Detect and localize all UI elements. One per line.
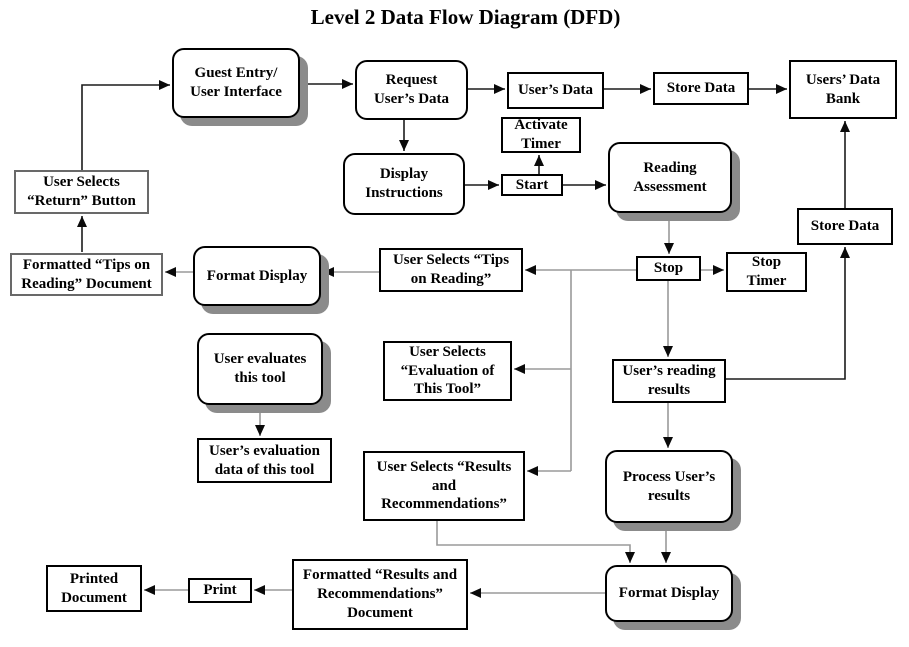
store-user-selects-return: User Selects “Return” Button <box>14 170 149 214</box>
store-users-data: User’s Data <box>507 72 604 109</box>
process-user-evaluates: User evaluates this tool <box>197 333 323 405</box>
store-store-data-right: Store Data <box>797 208 893 245</box>
process-process-users-results: Process User’s results <box>605 450 733 523</box>
store-users-evaluation-data: User’s evaluation data of this tool <box>197 438 332 483</box>
process-format-display-2: Format Display <box>605 565 733 622</box>
store-stop: Stop <box>636 256 701 281</box>
store-printed-document: Printed Document <box>46 565 142 612</box>
store-print: Print <box>188 578 252 603</box>
edge-user-selects-results-to-format-display-2 <box>436 521 635 563</box>
store-user-selects-tips: User Selects “Tips on Reading” <box>379 248 523 292</box>
store-user-selects-evaluation: User Selects “Evaluation of This Tool” <box>383 341 512 401</box>
store-users-data-bank: Users’ Data Bank <box>789 60 897 119</box>
edge-return-to-guest-entry <box>81 80 170 170</box>
process-reading-assessment: Reading Assessment <box>608 142 732 213</box>
process-display-instructions: Display Instructions <box>343 153 465 215</box>
process-guest-entry: Guest Entry/ User Interface <box>172 48 300 118</box>
process-format-display-1: Format Display <box>193 246 321 306</box>
store-user-selects-results: User Selects “Results and Recommendation… <box>363 451 525 521</box>
process-request-users-data: Request User’s Data <box>355 60 468 120</box>
store-stop-timer: Stop Timer <box>726 252 807 292</box>
store-store-data-top: Store Data <box>653 72 749 105</box>
store-users-reading-results: User’s reading results <box>612 359 726 403</box>
store-activate-timer: Activate Timer <box>501 117 581 153</box>
store-start: Start <box>501 174 563 196</box>
diagram-title: Level 2 Data Flow Diagram (DFD) <box>310 5 621 29</box>
store-formatted-tips: Formatted “Tips on Reading” Document <box>10 253 163 296</box>
store-formatted-results: Formatted “Results and Recommendations” … <box>292 559 468 630</box>
edge-reading-results-to-store-data-right <box>726 247 850 380</box>
